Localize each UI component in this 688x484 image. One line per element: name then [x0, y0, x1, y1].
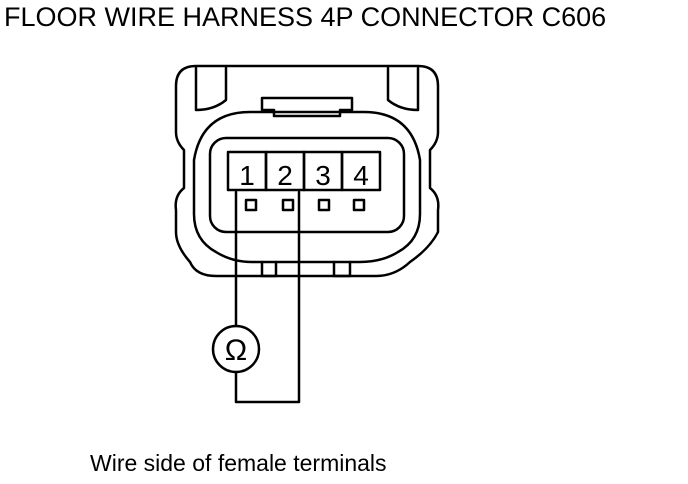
- pin-label-1: 1: [239, 160, 255, 191]
- probe-wire-pin-2: [234, 190, 301, 404]
- ohm-symbol: Ω: [225, 334, 247, 367]
- terminal-4: [352, 198, 366, 212]
- bottom-key-left: [260, 260, 278, 278]
- connector-outer-shell: [174, 64, 440, 278]
- diagram-title: FLOOR WIRE HARNESS 4P CONNECTOR C606: [4, 2, 607, 32]
- terminal-3: [317, 198, 331, 212]
- ohmmeter-icon: [211, 324, 261, 374]
- pin-label-2: 2: [277, 160, 293, 191]
- bottom-key-right: [332, 260, 352, 278]
- latch-left: [194, 66, 228, 112]
- top-rib: [260, 96, 354, 118]
- pin-label-3: 3: [315, 160, 331, 191]
- inner-housing: [192, 110, 422, 264]
- diagram-caption: Wire side of female terminals: [90, 450, 387, 476]
- terminal-2: [281, 198, 295, 212]
- terminal-1: [244, 198, 258, 212]
- latch-right: [386, 66, 420, 112]
- terminal-block: [208, 136, 406, 234]
- pin-box-4: [340, 150, 382, 192]
- pin-label-4: 4: [353, 160, 369, 191]
